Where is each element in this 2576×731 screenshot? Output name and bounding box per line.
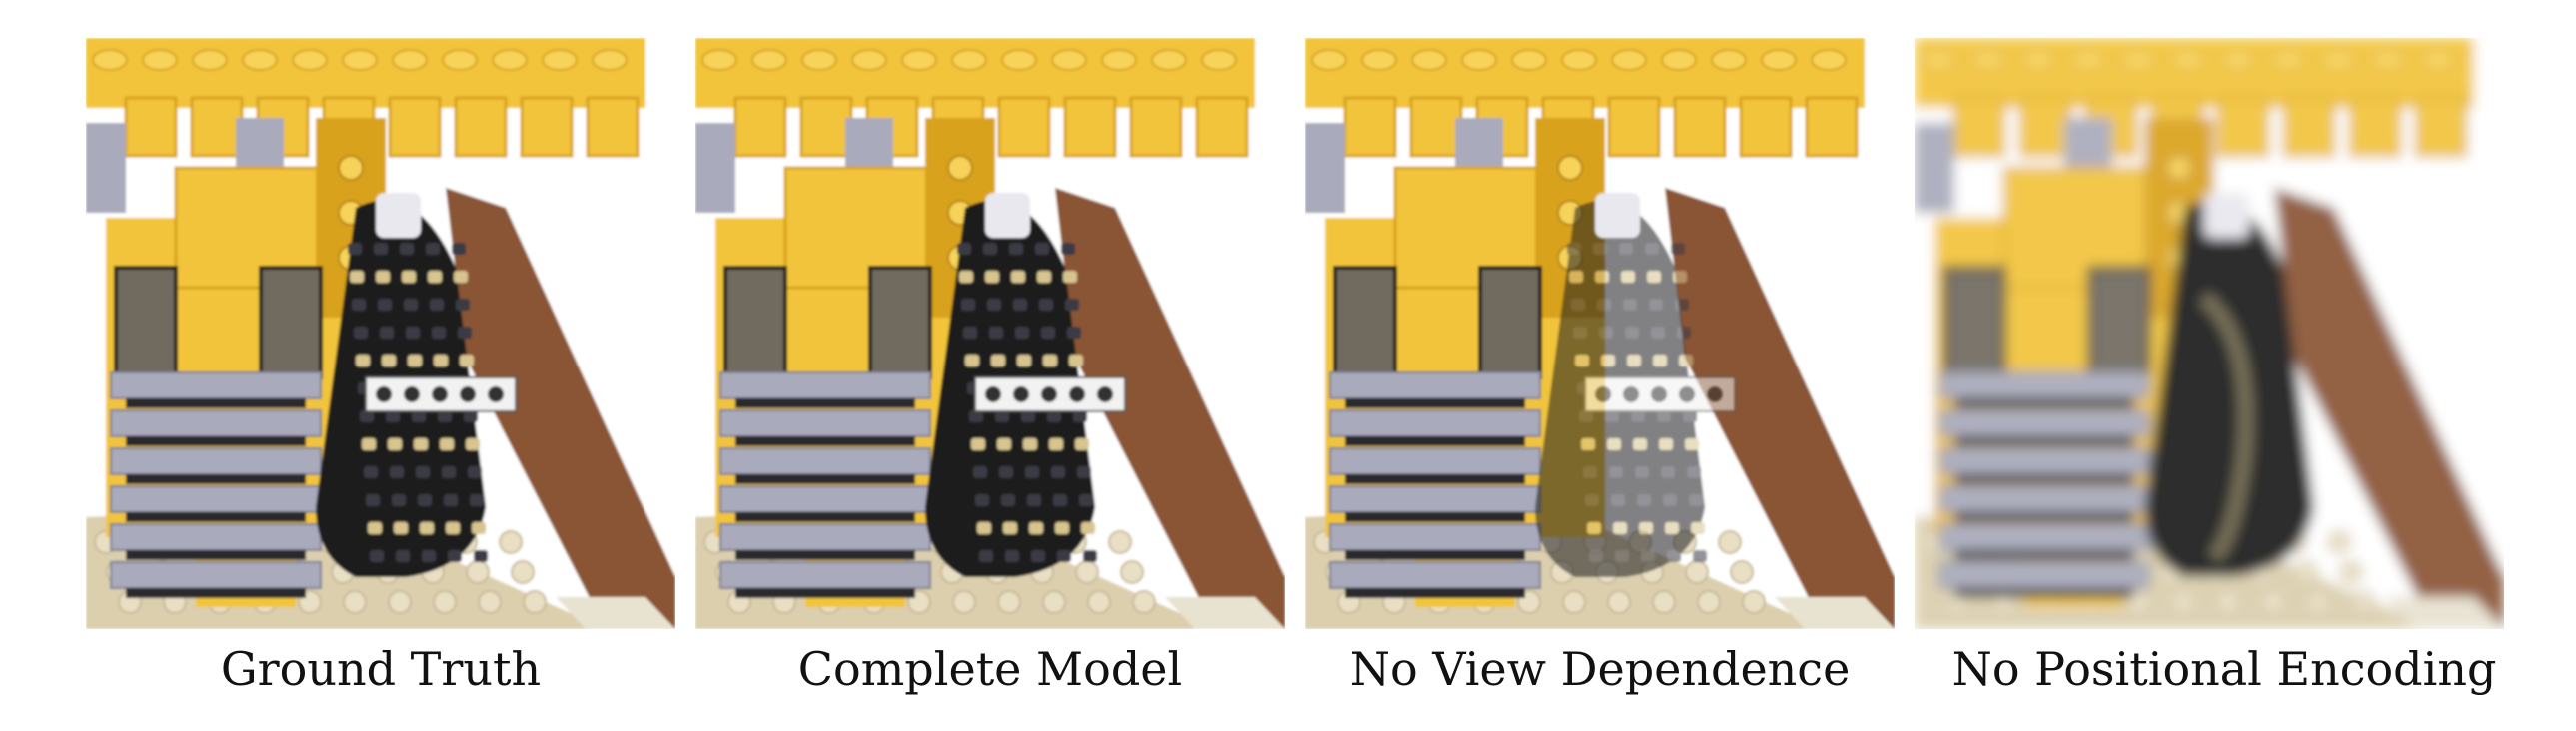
caption-ground-truth: Ground Truth <box>220 642 542 696</box>
panel-no-view-dependence-image <box>1305 38 1895 629</box>
caption-no-view-dependence: No View Dependence <box>1349 642 1851 696</box>
lego-bulldozer-illustration <box>1915 38 2504 629</box>
caption-complete-model: Complete Model <box>797 642 1183 696</box>
caption-no-positional-encoding: No Positional Encoding <box>1951 642 2497 696</box>
panel-complete-model-image <box>695 38 1285 629</box>
panel-ground-truth-image <box>86 38 675 629</box>
lego-bulldozer-illustration <box>86 38 675 629</box>
lego-bulldozer-illustration <box>1305 38 1895 629</box>
panel-no-positional-encoding-image <box>1915 38 2504 629</box>
lego-bulldozer-illustration <box>695 38 1285 629</box>
